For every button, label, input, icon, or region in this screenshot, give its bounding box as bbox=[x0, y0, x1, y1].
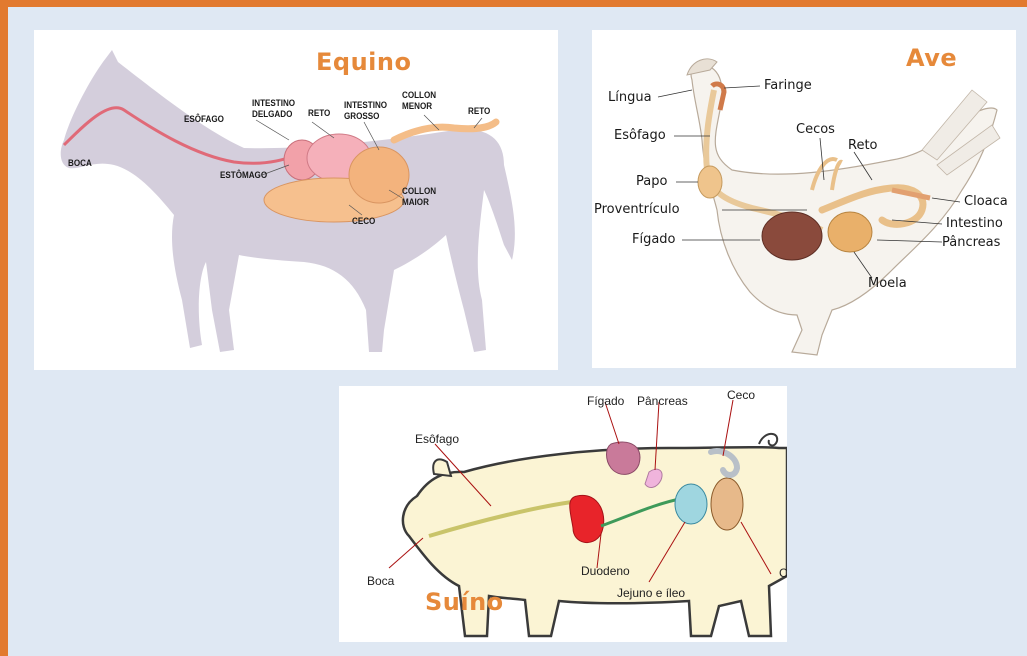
bird-gizzard bbox=[828, 212, 872, 252]
label-figado: Fígado bbox=[632, 232, 676, 247]
label-lingua: Língua bbox=[608, 90, 652, 105]
label-faringe: Faringe bbox=[764, 78, 812, 93]
label-collon-menor: COLLON MENOR bbox=[402, 90, 436, 112]
label-pancreas: Pâncreas bbox=[942, 235, 1000, 250]
label-boca: BOCA bbox=[68, 158, 92, 169]
pig-ear bbox=[433, 459, 451, 476]
label-cecos: Cecos bbox=[796, 122, 835, 137]
bird-title: Ave bbox=[906, 44, 957, 72]
label-pancreas: Pâncreas bbox=[637, 394, 688, 408]
label-reto: Reto bbox=[848, 138, 878, 153]
label-intestino-delgado: INTESTINO DELGADO bbox=[252, 98, 295, 120]
label-esofago: ESÔFAGO bbox=[184, 114, 224, 125]
horse-large-intestine bbox=[349, 147, 409, 203]
bird-panel: Ave Língua Faringe Esôfago Cecos Reto Pa… bbox=[592, 30, 1016, 368]
pig-tail bbox=[759, 434, 777, 446]
label-esofago: Esôfago bbox=[614, 128, 666, 143]
label-intestino-grosso: INTESTINO GROSSO bbox=[344, 100, 387, 122]
label-ceco: CECO bbox=[352, 216, 375, 227]
label-esofago: Esôfago bbox=[415, 432, 459, 446]
label-papo: Papo bbox=[636, 174, 667, 189]
label-collon-maior: COLLON MAIOR bbox=[402, 186, 436, 208]
label-boca: Boca bbox=[367, 574, 394, 588]
label-moela: Moela bbox=[868, 276, 907, 291]
label-duodeno: Duodeno bbox=[581, 564, 630, 578]
label-ceco: Ceco bbox=[727, 388, 755, 402]
horse-illustration bbox=[34, 30, 558, 370]
bird-crop bbox=[698, 166, 722, 198]
horse-panel: Equino BOCA ESÔFAGO INTESTINO DELGADO RE… bbox=[34, 30, 558, 370]
pig-title: Suíno bbox=[425, 588, 504, 616]
label-reto-1: RETO bbox=[308, 108, 330, 119]
pig-colon bbox=[711, 478, 743, 530]
label-intestino: Intestino bbox=[946, 216, 1003, 231]
label-cut-off: C bbox=[779, 566, 787, 580]
label-figado: Fígado bbox=[587, 394, 624, 408]
pig-jejunum bbox=[675, 484, 707, 524]
pig-illustration bbox=[339, 386, 787, 642]
label-cloaca: Cloaca bbox=[964, 194, 1008, 209]
label-reto-2: RETO bbox=[468, 106, 490, 117]
label-jejuno-ileo: Jejuno e íleo bbox=[617, 586, 685, 600]
bird-liver bbox=[762, 212, 822, 260]
pig-panel: Fígado Pâncreas Ceco Esôfago Boca Duoden… bbox=[339, 386, 787, 642]
label-estomago: ESTÔMAGO bbox=[220, 170, 267, 181]
horse-title: Equino bbox=[316, 48, 411, 76]
label-proventriculo: Proventrículo bbox=[594, 202, 680, 217]
